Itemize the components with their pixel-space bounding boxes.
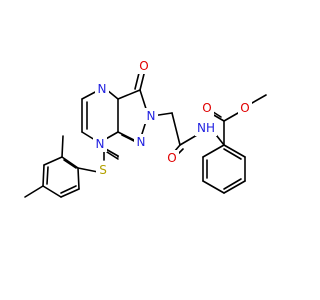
bond — [63, 159, 77, 169]
bond — [202, 144, 225, 158]
bond — [251, 94, 267, 104]
atom-o-amide: O — [167, 151, 176, 165]
bond — [42, 185, 62, 198]
molecule-diagram: N N N N O O NH O O S — [24, 58, 267, 198]
atom-n-triazole-1: N — [137, 135, 146, 149]
bond — [81, 131, 96, 141]
bond — [223, 180, 246, 194]
bond — [223, 112, 239, 122]
atom-o-ester-carbonyl: O — [202, 101, 211, 115]
bond — [121, 134, 137, 143]
bond — [171, 112, 181, 146]
bond — [223, 178, 242, 190]
bond — [179, 134, 198, 146]
atom-n-pyrazine-top: N — [98, 82, 107, 96]
atom-n-pyrazine-bottom: N — [96, 137, 105, 151]
bond — [61, 156, 79, 169]
bond — [42, 164, 45, 187]
bond — [61, 135, 64, 158]
bond — [223, 144, 246, 158]
bond — [106, 151, 119, 160]
bonds — [24, 68, 267, 198]
bond — [46, 166, 49, 185]
atom-labels: N N N N O O NH O O S — [93, 58, 252, 178]
bond — [202, 180, 225, 194]
bond — [223, 148, 242, 160]
atom-s-thioether: S — [99, 163, 107, 177]
atom-o-ring-carbonyl: O — [139, 59, 148, 73]
bond — [77, 167, 80, 190]
atom-n-triazole-2: N — [147, 109, 156, 123]
atom-o-ester: O — [240, 101, 249, 115]
bond — [60, 185, 77, 194]
bond — [43, 156, 63, 166]
bond — [77, 167, 99, 173]
bond — [60, 188, 80, 198]
bond — [117, 89, 141, 100]
atom-nh-amide: NH — [197, 121, 215, 135]
bond — [24, 185, 44, 198]
